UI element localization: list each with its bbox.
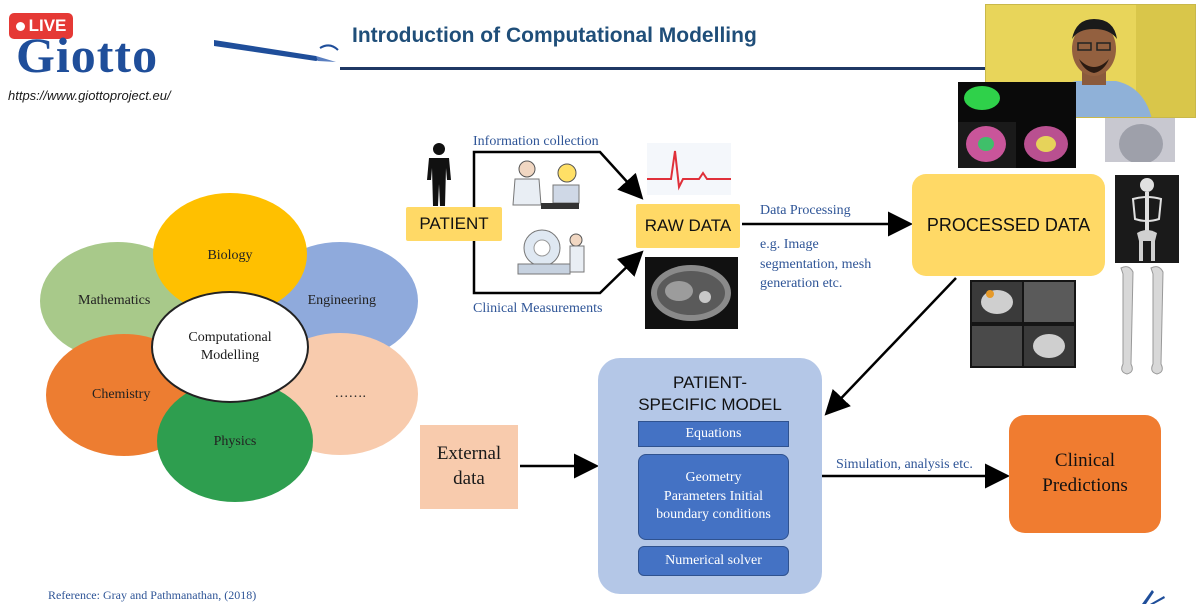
live-dot-icon [15, 21, 25, 31]
doctor-exam-illustration [505, 155, 585, 215]
arrow-info-collection [472, 150, 644, 207]
petal-label: Biology [207, 248, 253, 263]
live-badge: LIVE [9, 13, 73, 39]
logo-url[interactable]: https://www.giottoproject.eu/ [8, 88, 171, 103]
model-title: PATIENT-SPECIFIC MODEL [598, 372, 822, 416]
label-clinical-measurements: Clinical Measurements [473, 301, 603, 316]
ecg-image [647, 143, 731, 195]
corner-logo-icon [1142, 590, 1165, 604]
clinical-predictions-label: Clinical Predictions [1042, 450, 1128, 496]
scanner-illustration [512, 222, 592, 282]
model-item-geometry-label: Geometry Parameters Initial boundary con… [656, 469, 771, 523]
pen-icon [214, 40, 339, 62]
petal-label: Chemistry [92, 387, 151, 402]
label-simulation: Simulation, analysis etc. [836, 457, 973, 472]
petal-label: Physics [213, 434, 257, 449]
petal-label: Engineering [307, 293, 376, 308]
reference-note: Reference: Gray and Pathmanathan, (2018) [48, 588, 257, 602]
label-information-collection: Information collection [473, 134, 599, 149]
brain-mri-image [958, 82, 1076, 168]
processed-data-box: PROCESSED DATA [912, 174, 1105, 276]
petal-label: Mathematics [78, 293, 151, 308]
pelvis-ct-image [970, 280, 1076, 368]
model-item-geometry: Geometry Parameters Initial boundary con… [638, 454, 789, 540]
model-item-equations: Equations [638, 421, 789, 447]
face-render-image [1105, 118, 1175, 162]
giotto-logo: Giotto [16, 27, 159, 83]
raw-data-box: RAW DATA [636, 204, 740, 248]
petal-label: ……. [334, 386, 367, 401]
center-label: Computational Modelling [188, 329, 272, 363]
person-icon [427, 143, 451, 206]
center-computational-modelling: Computational Modelling [151, 291, 309, 403]
live-label: LIVE [28, 16, 67, 35]
clinical-predictions-box: Clinical Predictions [1009, 415, 1161, 533]
label-processing-example: e.g. Image segmentation, mesh generation… [760, 237, 872, 292]
model-title-text: PATIENT-SPECIFIC MODEL [638, 373, 782, 415]
ct-scan-image [645, 257, 738, 329]
skeleton-image [1115, 175, 1179, 263]
title-divider [340, 67, 986, 70]
model-item-numerical-solver: Numerical solver [638, 546, 789, 576]
femur-bones-image [1113, 264, 1173, 376]
external-data-box: External data [420, 425, 518, 509]
label-data-processing: Data Processing [760, 203, 851, 218]
slide-title: Introduction of Computational Modelling [352, 24, 757, 47]
patient-box: PATIENT [406, 207, 502, 241]
arrow-clinical-measurements [472, 241, 644, 295]
arrow-to-model [824, 277, 957, 416]
external-data-label: External data [436, 443, 502, 489]
